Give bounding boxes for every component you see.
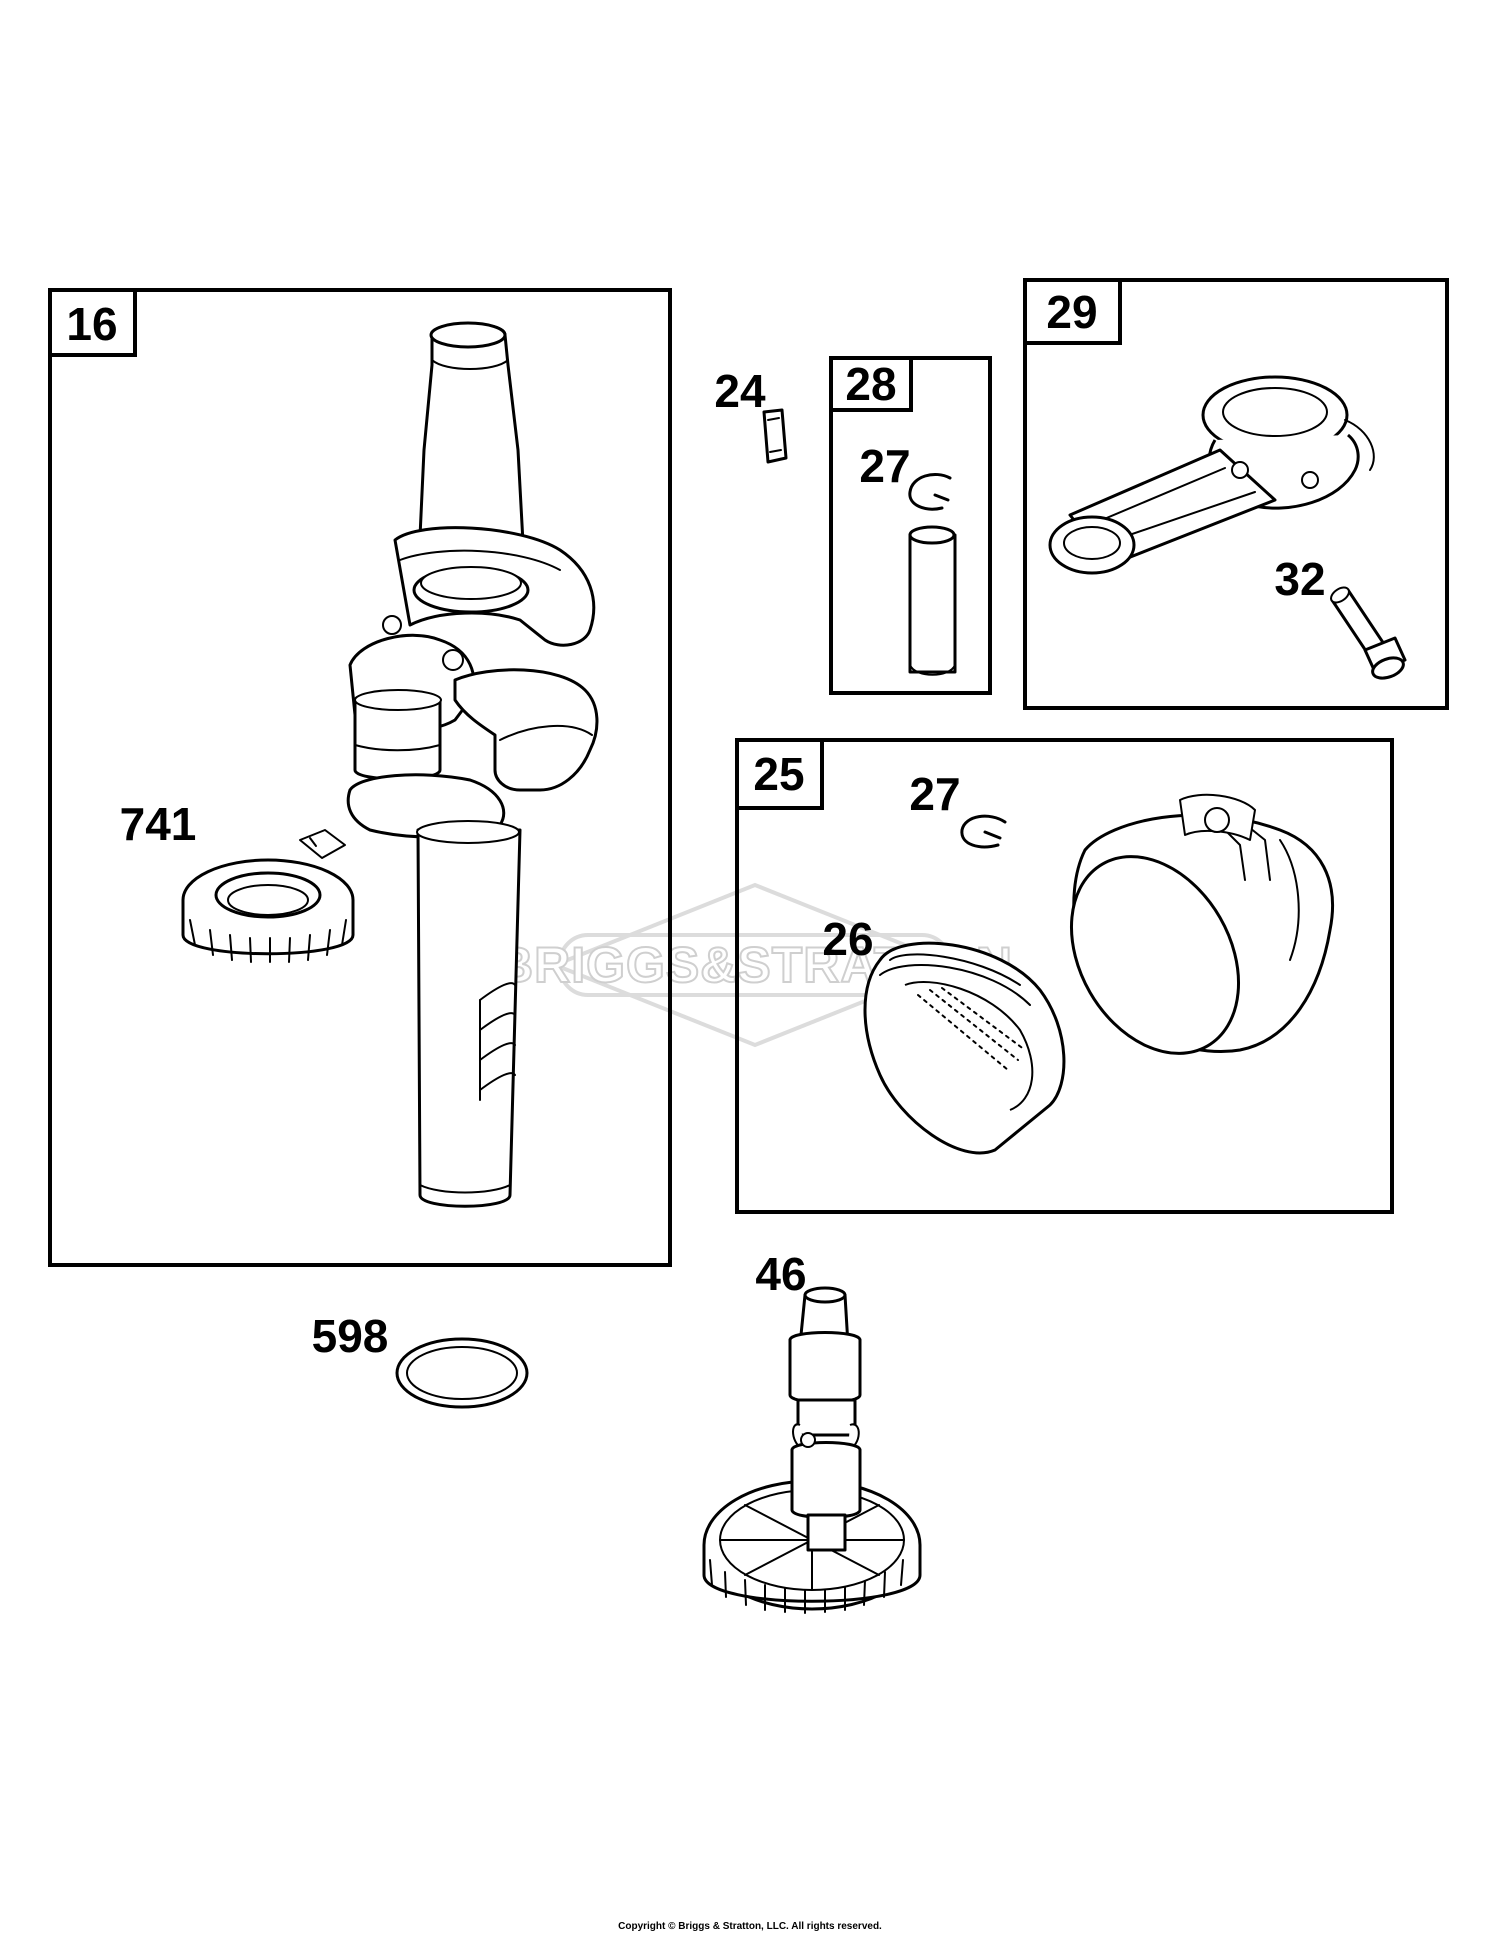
retainer-clip-piston [960,814,1007,849]
box-16-number: 16 [66,298,117,350]
key-24: 24 [714,365,788,464]
camshaft-46: 46 [702,1248,922,1614]
crankshaft-drawing [346,321,599,1208]
box-25-piston: 25 27 26 [735,738,1394,1214]
box-28-piston-pin: 28 27 [829,356,992,695]
box-29-frame [1023,278,1449,710]
piston-rings [863,941,1066,1155]
piston-pin [908,525,957,676]
callout-26: 26 [822,913,873,965]
box-16-label-frame [48,288,137,357]
rod-bolt-32 [1330,586,1407,680]
callout-741: 741 [120,798,197,850]
timing-gear-741 [181,829,355,963]
washer-598: 598 [312,1310,529,1409]
callout-27-piston: 27 [909,768,960,820]
copyright-notice: Copyright © Briggs & Stratton, LLC. All … [618,1921,882,1932]
box-29-number: 29 [1046,286,1097,338]
box-16-crankshaft: 16 [48,288,672,1267]
callout-27-top: 27 [859,440,910,492]
callout-24: 24 [714,365,766,417]
callout-46: 46 [755,1248,806,1300]
box-28-number: 28 [845,358,896,410]
box-16-frame [48,288,672,1267]
box-29-connecting-rod: 29 32 [1023,278,1449,710]
callout-32: 32 [1274,553,1325,605]
retainer-clip-top [908,473,952,511]
box-25-number: 25 [753,748,804,800]
box-25-label-frame [735,738,824,810]
box-29-label-frame [1023,278,1122,345]
callout-598: 598 [312,1310,389,1362]
connecting-rod [1048,375,1375,575]
box-25-frame [735,738,1394,1214]
piston [1069,793,1335,1055]
box-28-label-frame [829,356,913,412]
